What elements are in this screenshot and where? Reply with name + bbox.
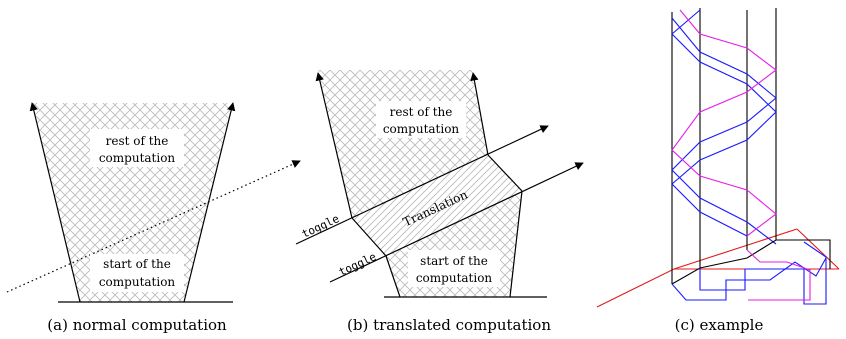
label-bg-top — [90, 129, 184, 167]
right-boundary-arrow — [183, 102, 236, 303]
toggle-lower-label: toggle — [337, 250, 379, 279]
black-step — [671, 239, 831, 285]
panel-c: (c) example — [596, 8, 840, 334]
red-floor-back — [673, 228, 798, 270]
red-floor-right — [796, 228, 840, 270]
panel-b: toggle toggle rest of the computation Tr… — [295, 70, 584, 334]
rest-right-edge — [470, 72, 489, 156]
blue-step-2 — [671, 257, 827, 301]
label-bg-rest-b — [376, 101, 466, 138]
label-bg-bottom — [90, 254, 184, 292]
translation-region — [352, 155, 522, 256]
translation-left-edge — [351, 217, 387, 257]
left-boundary-arrow — [29, 102, 81, 303]
start-left-edge — [385, 255, 401, 298]
magenta-step — [746, 249, 811, 301]
lower-cut-arrow — [329, 162, 584, 283]
translation-right-edge — [487, 154, 523, 192]
label-rest-b-line1: rest of the — [390, 105, 453, 119]
label-start-b-line1: start of the — [420, 254, 488, 268]
blue-zigzag-2 — [671, 9, 777, 237]
caption-a: (a) normal computation — [47, 316, 227, 334]
blue-zigzag-1 — [671, 17, 777, 245]
panel-a: rest of the computation start of the com… — [6, 102, 301, 334]
caption-b: (b) translated computation — [347, 316, 551, 334]
label-start-line1: start of the — [103, 257, 171, 271]
toggle-upper-label: toggle — [300, 212, 342, 241]
blue-step-1 — [699, 241, 827, 305]
label-rest-b-line2: computation — [383, 122, 460, 136]
magenta-zigzag — [671, 9, 777, 237]
label-start-line2: computation — [99, 275, 176, 289]
red-floor-line — [596, 268, 839, 308]
label-rest-line1: rest of the — [106, 134, 169, 148]
start-right-edge — [509, 190, 523, 298]
label-bg-start-b — [408, 250, 500, 287]
upper-cut-arrow — [295, 125, 549, 245]
rest-left-edge — [315, 72, 353, 219]
label-start-b-line2: computation — [416, 271, 493, 285]
caption-c: (c) example — [675, 316, 764, 334]
label-rest-line2: computation — [99, 151, 176, 165]
